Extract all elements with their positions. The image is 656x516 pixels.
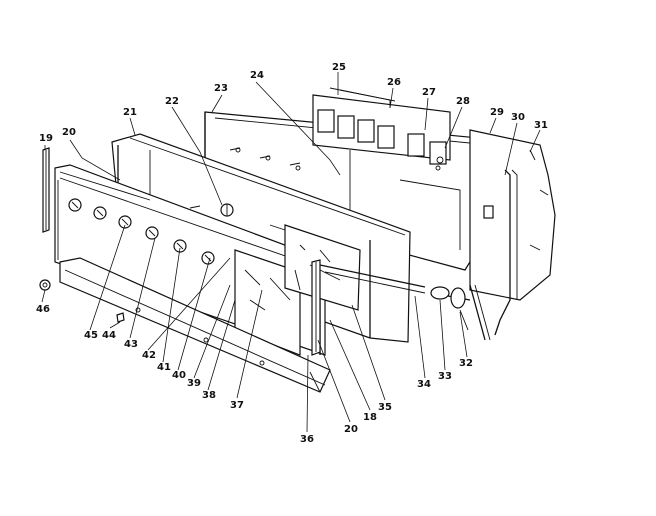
callout-20-bottom: 20 [344,424,358,435]
callout-33: 33 [438,371,452,382]
callout-27: 27 [422,87,436,98]
callout-36: 36 [300,434,314,445]
callout-30: 30 [511,112,525,123]
callout-43: 43 [124,339,138,350]
callout-26: 26 [387,77,401,88]
callout-24: 24 [250,70,264,81]
rear-panel [469,129,556,336]
relay-bank [312,87,451,171]
callout-39: 39 [187,378,201,389]
leader-lines [41,72,541,433]
callout-28: 28 [456,96,470,107]
callout-38: 38 [202,390,216,401]
side-trim-right [311,259,321,356]
callout-21: 21 [123,107,137,118]
callout-22: 22 [165,96,179,107]
lower-trim-strip [59,257,331,393]
callout-18: 18 [363,412,377,423]
callout-41: 41 [157,362,171,373]
clock-window [234,224,361,356]
callout-29: 29 [490,107,504,118]
callout-42: 42 [142,350,156,361]
callout-20-top: 20 [62,127,76,138]
small-hardware [39,279,125,323]
callout-25: 25 [332,62,346,73]
side-trim-left [42,147,50,233]
callout-labels: 19 20 21 22 23 24 25 26 27 28 29 30 31 3… [36,62,548,445]
callout-44: 44 [102,330,116,341]
shaft-assembly [319,264,491,341]
callout-40: 40 [172,370,186,381]
callout-31: 31 [534,120,548,131]
callout-34: 34 [417,379,431,390]
callout-19: 19 [39,133,53,144]
callout-32: 32 [459,358,473,369]
callout-45: 45 [84,330,98,341]
callout-23: 23 [214,83,228,94]
callout-46: 46 [36,304,50,315]
callout-37: 37 [230,400,244,411]
callout-35: 35 [378,402,392,413]
